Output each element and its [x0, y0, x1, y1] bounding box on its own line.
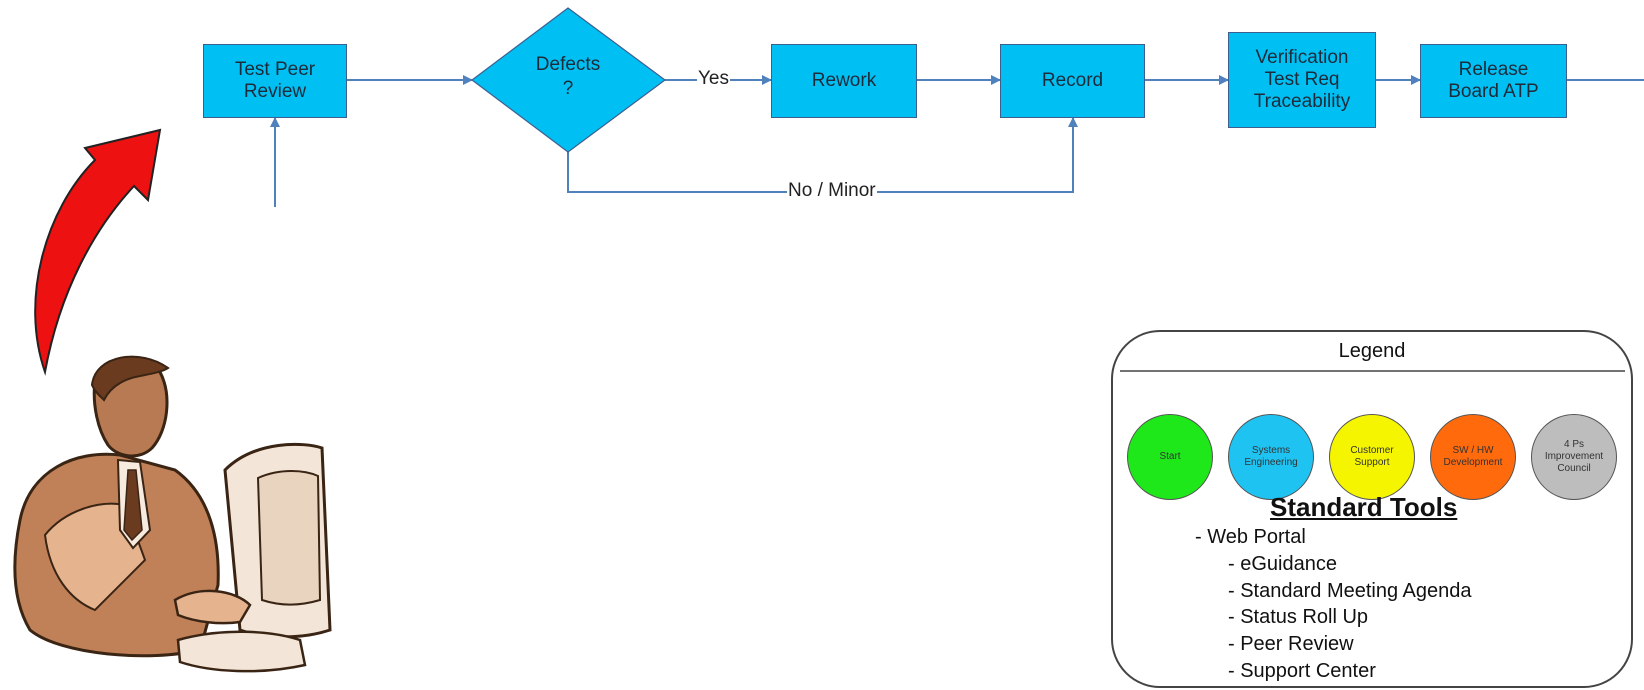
test-peer-review-box: Test Peer Review: [203, 44, 347, 118]
legend-title: Legend: [1338, 340, 1406, 362]
legend-frame: [1111, 330, 1633, 688]
legend-circle-start: Start: [1127, 414, 1213, 500]
tool-item: - Peer Review: [1228, 633, 1354, 655]
man-at-computer-clipart-icon: [13, 355, 332, 673]
tool-item: - eGuidance: [1228, 553, 1337, 575]
legend-circle-customer-support: Customer Support: [1329, 414, 1415, 500]
no-minor-label: No / Minor: [787, 180, 877, 202]
tool-item: - Status Roll Up: [1228, 606, 1369, 628]
record-box: Record: [1000, 44, 1145, 118]
standard-tools-title: Standard Tools: [1270, 492, 1458, 522]
release-board-box: Release Board ATP: [1420, 44, 1567, 118]
tool-item: - Standard Meeting Agenda: [1228, 580, 1472, 602]
legend-circle-4ps-council: 4 Ps Improvement Council: [1531, 414, 1617, 500]
yes-label: Yes: [697, 68, 730, 90]
rework-box: Rework: [771, 44, 917, 118]
legend: Legend Start Systems Engineering Custome…: [1110, 330, 1634, 688]
verification-box: Verification Test Req Traceability: [1228, 32, 1376, 128]
legend-circle-sw-hw-development: SW / HW Development: [1430, 414, 1516, 500]
legend-circle-systems-engineering: Systems Engineering: [1228, 414, 1314, 500]
tool-item: - Web Portal: [1195, 526, 1306, 548]
defects-label: Defects ?: [535, 54, 601, 99]
defects-diamond: [471, 7, 667, 153]
curved-red-arrow-icon: [34, 128, 162, 376]
tool-item: - Support Center: [1228, 660, 1376, 682]
